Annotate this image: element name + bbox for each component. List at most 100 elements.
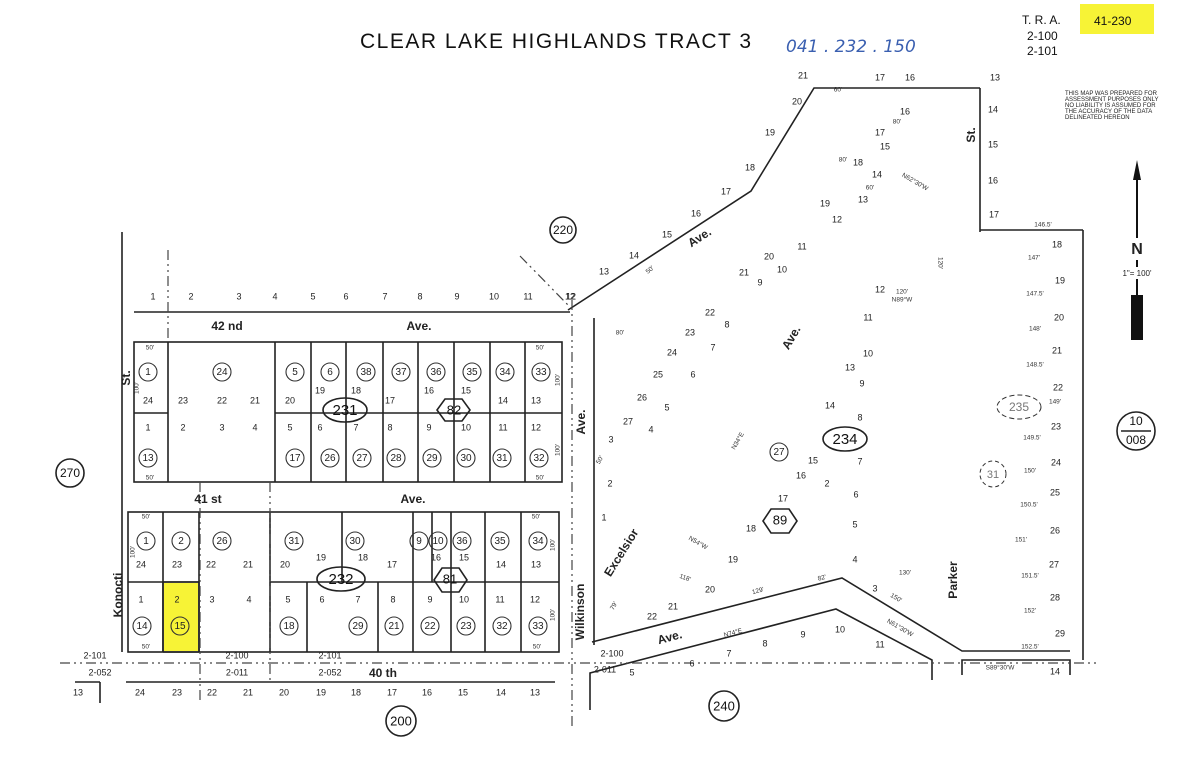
lot-number: 17 — [989, 209, 999, 219]
lot-number: 22 — [647, 611, 657, 621]
parcel-number[interactable]: 24 — [212, 362, 232, 382]
parcel-number[interactable]: 23 — [456, 616, 476, 636]
book-page-270[interactable]: 270 — [55, 458, 85, 488]
dimension-label: 79' — [609, 601, 619, 612]
parcel-circle — [384, 616, 404, 636]
parcel-number[interactable]: 36 — [426, 362, 446, 382]
lot-number-label: 10 — [777, 264, 787, 274]
lot-number-label: 2 — [607, 478, 612, 488]
parcel-number[interactable]: 17 — [285, 448, 305, 468]
lot-number-label: 12 — [566, 291, 576, 301]
parcel-number[interactable]: 10 — [428, 531, 448, 551]
parcel-number[interactable]: 27 — [769, 442, 789, 462]
parcel-number[interactable]: 18 — [279, 616, 299, 636]
parcel-number[interactable]: 21 — [384, 616, 404, 636]
parcel-number[interactable]: 22 — [420, 616, 440, 636]
lot-number: 15 — [662, 229, 672, 239]
parcel-number[interactable]: 29 — [422, 448, 442, 468]
lot-number: 7 — [382, 291, 387, 301]
dimension: 148' — [1029, 326, 1041, 333]
parcel-number[interactable]: 34 — [495, 362, 515, 382]
lot-number-label: 13 — [531, 395, 541, 405]
hexagon-81[interactable]: 81 — [433, 567, 468, 593]
book-page-label: 10 — [1129, 414, 1143, 428]
dashed-parcel-235[interactable]: 235 — [996, 394, 1042, 420]
hexagon-82[interactable]: 82 — [436, 398, 471, 422]
parcel-number[interactable]: 30 — [345, 531, 365, 551]
dimension-label: 148' — [1029, 326, 1041, 333]
parcel-number[interactable]: 9 — [409, 531, 429, 551]
lot-number: 19 — [728, 554, 738, 564]
parcel-number[interactable]: 38 — [356, 362, 376, 382]
parcel-number[interactable]: 6 — [320, 362, 340, 382]
parcel-number[interactable]: 35 — [462, 362, 482, 382]
lot-number-label: 15 — [988, 139, 998, 149]
dimension: 100' — [550, 609, 557, 621]
lot-number-label: 15 — [458, 687, 468, 697]
lot-number: 1 — [150, 291, 155, 301]
block-234[interactable]: 234 — [822, 426, 868, 452]
parcel-number[interactable]: 33 — [528, 616, 548, 636]
parcel-number[interactable]: 34 — [528, 531, 548, 551]
dimension: S89°30'W — [986, 664, 1016, 672]
dimension-label: 80' — [616, 330, 624, 337]
parcel-circle — [138, 362, 158, 382]
parcel-number[interactable]: 27 — [352, 448, 372, 468]
parcel-number[interactable]: 15 — [170, 616, 190, 636]
parcel-number[interactable]: 26 — [212, 531, 232, 551]
parcel-number[interactable]: 2 — [171, 531, 191, 551]
lot-number: 23 — [685, 327, 695, 337]
parcel-number[interactable]: 26 — [320, 448, 340, 468]
lot-number: 5 — [285, 594, 290, 604]
parcel-number-label: 5 — [292, 367, 298, 378]
tra-highlighted-code: 41-230 — [1094, 14, 1132, 28]
lot-number: 16 — [691, 208, 701, 218]
lot-number: 15 — [880, 141, 890, 151]
parcel-number[interactable]: 5 — [285, 362, 305, 382]
dimension: 150' — [889, 592, 903, 604]
lot-number: 12 — [530, 594, 540, 604]
parcel-number[interactable]: 1 — [138, 362, 158, 382]
dashed-parcel-31[interactable]: 31 — [979, 460, 1007, 488]
subject-parcel-outline — [162, 581, 200, 653]
lot-number: 22 — [206, 559, 216, 569]
tra-line-label: 2-052 — [88, 667, 111, 677]
dimension-label: 152.5' — [1021, 644, 1039, 651]
lot-number: 24 — [136, 559, 146, 569]
book-page-220[interactable]: 220 — [549, 216, 577, 244]
hexagon-89[interactable]: 89 — [762, 508, 798, 534]
lot-number: 25 — [653, 369, 663, 379]
dimension: 50' — [533, 644, 541, 651]
parcel-number[interactable]: 28 — [386, 448, 406, 468]
lot-number: 13 — [990, 72, 1000, 82]
parcel-circle — [428, 531, 448, 551]
lot-number-label: 16 — [431, 552, 441, 562]
lot-number: 17 — [778, 493, 788, 503]
lot-number: 17 — [875, 72, 885, 82]
block-232[interactable]: 232 — [316, 566, 366, 592]
parcel-number[interactable]: 30 — [456, 448, 476, 468]
block-231[interactable]: 231 — [322, 397, 368, 423]
parcel-number[interactable]: 32 — [529, 448, 549, 468]
parcel-number[interactable]: 37 — [391, 362, 411, 382]
parcel-number[interactable]: 33 — [531, 362, 551, 382]
lot-number: 13 — [845, 362, 855, 372]
parcel-number[interactable]: 36 — [452, 531, 472, 551]
parcel-number[interactable]: 29 — [348, 616, 368, 636]
dimension: 100' — [130, 546, 137, 558]
book-page-200[interactable]: 200 — [385, 705, 417, 737]
handwritten-parcel-number: 041 . 232 . 150 — [786, 37, 916, 57]
lot-number-label: 9 — [454, 291, 459, 301]
street-41st-ave: Ave. — [401, 492, 426, 506]
parcel-number[interactable]: 32 — [492, 616, 512, 636]
street-diagonal-ave: Ave. — [685, 225, 714, 250]
parcel-number[interactable]: 35 — [490, 531, 510, 551]
parcel-number[interactable]: 31 — [492, 448, 512, 468]
book-page-240[interactable]: 240 — [708, 690, 740, 722]
parcel-number[interactable]: 13 — [138, 448, 158, 468]
parcel-number[interactable]: 14 — [132, 616, 152, 636]
parcel-number[interactable]: 31 — [284, 531, 304, 551]
parcel-number[interactable]: 1 — [136, 531, 156, 551]
lot-number: 4 — [852, 554, 857, 564]
